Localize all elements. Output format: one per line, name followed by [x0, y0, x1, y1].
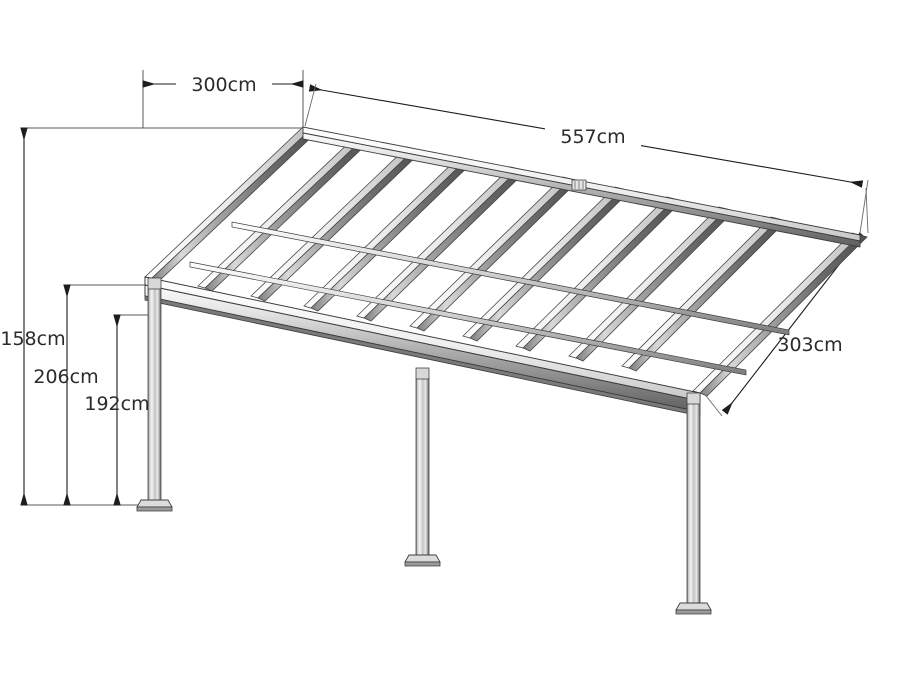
- dimension-label-192: 192cm: [84, 393, 149, 415]
- dimension-labels: 300cm 557cm 303cm 158cm 206cm 192cm: [0, 70, 843, 415]
- rafters: [144, 126, 868, 397]
- rear-beam-fitting: [571, 179, 587, 191]
- post-left: [136, 277, 173, 512]
- purlins: [189, 221, 790, 376]
- purlin: [231, 221, 790, 336]
- dimension-lines: [20, 80, 866, 506]
- dimension-label-158: 158cm: [0, 328, 65, 350]
- roof-glazing: [145, 127, 860, 393]
- dimension-label-303: 303cm: [777, 334, 842, 356]
- extension-lines-right: [304, 83, 869, 417]
- dimension-label-206: 206cm: [33, 366, 98, 388]
- dimension-label-557: 557cm: [560, 126, 625, 148]
- post-middle: [404, 367, 441, 567]
- dimension-label-300: 300cm: [191, 74, 256, 96]
- purlin: [189, 261, 747, 376]
- post-right: [675, 392, 712, 615]
- rafter: [356, 166, 527, 322]
